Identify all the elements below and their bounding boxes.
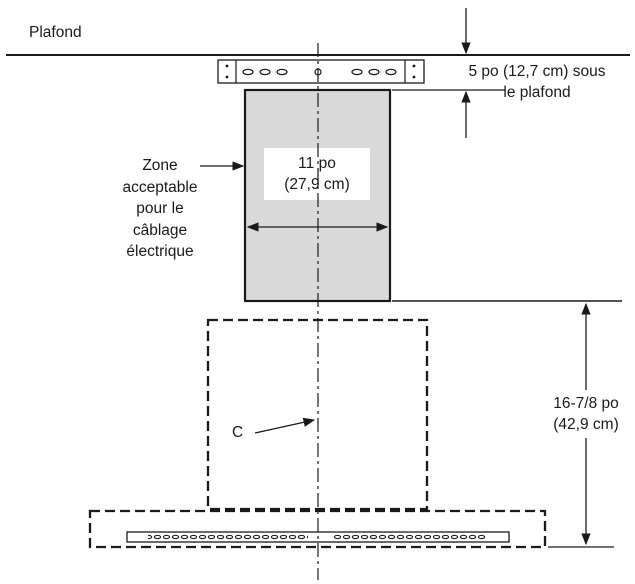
width-dimension-label-line1: 11 po (298, 155, 336, 172)
wiring-zone-label-line: Zone (142, 157, 178, 174)
width-dimension-label: 11 po (27,9 cm) (264, 153, 370, 195)
ceiling-offset-label-line2: le plafond (503, 84, 571, 101)
center-label: C (232, 424, 244, 441)
ceiling-offset-label-line1: 5 po (12,7 cm) sous (468, 63, 606, 80)
height-dimension-label-line1: 16-7/8 po (553, 395, 619, 412)
width-label-background (264, 148, 370, 200)
height-dimension-label-line2: (42,9 cm) (553, 416, 619, 433)
height-dimension-label: 16-7/8 po (42,9 cm) (537, 393, 635, 435)
wiring-zone-label-line: électrique (126, 243, 194, 260)
ceiling-label: Plafond (29, 24, 82, 41)
ceiling-offset-label: 5 po (12,7 cm) sous le plafond (452, 61, 622, 103)
mounting-bracket (217, 59, 425, 84)
center-pointer-arrow (254, 417, 316, 434)
wiring-zone-label: Zone acceptable pour le câblage électriq… (110, 155, 210, 263)
wiring-zone-label-line: acceptable (122, 178, 198, 196)
wiring-zone-label-line: pour le (136, 200, 184, 217)
wiring-zone-label-line: câblage (132, 221, 188, 239)
width-dimension-label-line2: (27,9 cm) (284, 176, 350, 193)
height-label-background (540, 390, 632, 438)
